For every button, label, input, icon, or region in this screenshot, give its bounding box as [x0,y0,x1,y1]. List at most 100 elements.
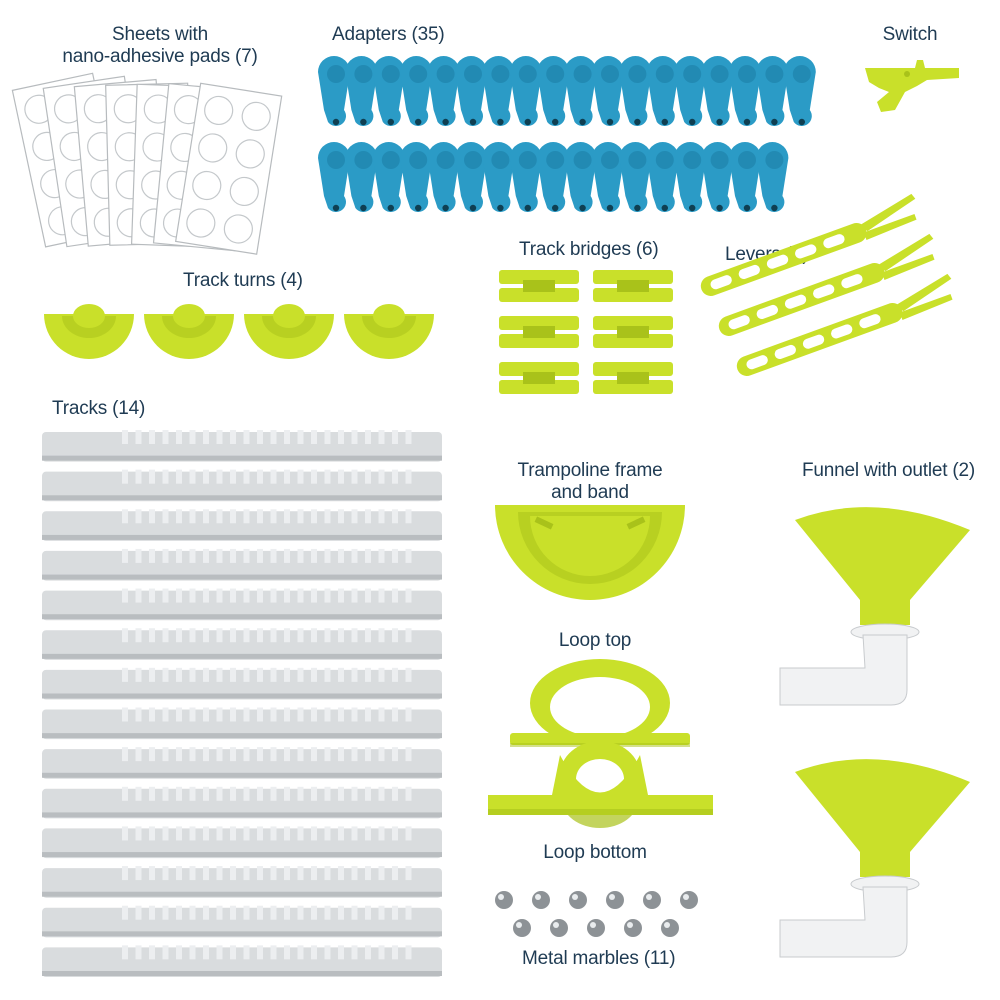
track [42,786,442,819]
track [42,945,442,977]
adapter [592,56,624,126]
adapter [509,56,542,126]
trampoline-label: Trampoline frame and band [500,460,680,504]
adapter [482,56,515,126]
switch-label: Switch [882,24,938,45]
adapter [427,56,460,126]
adapter [592,142,624,212]
adapter [756,56,789,126]
tracks [42,428,444,983]
loop-graphic [488,659,713,828]
funnel-2-graphic [779,759,970,958]
adapters-label: Adapters (35) [332,24,445,45]
track [42,905,442,938]
adapter [372,56,405,126]
metal-marble [550,919,568,937]
levers-graphic [700,193,953,376]
metal-marble [532,891,550,909]
metal-marbles [490,890,700,945]
track-bridge [499,270,579,302]
track-turn [244,304,334,359]
marbles-label: Metal marbles (11) [522,948,676,969]
trampoline-graphic [495,505,685,600]
funnel-outlet [779,634,908,706]
adapter [619,56,652,126]
metal-marble [680,891,698,909]
adapter [318,142,350,212]
track-turns [40,300,440,380]
adapter [701,142,734,212]
funnel-label: Funnel with outlet (2) [802,460,976,481]
funnel-1 [775,500,975,710]
adapter [564,142,597,212]
metal-marble [661,919,679,937]
adapter [674,56,707,126]
adapter [646,56,679,126]
track-turn [344,304,434,359]
track [42,548,442,581]
adapter [537,56,570,126]
sheets-label: Sheets with nano-adhesive pads (7) [60,24,260,68]
adapters-graphic [318,56,816,212]
loop-assembly [488,655,713,835]
sheets-label-line1: Sheets with [111,24,209,45]
loop-top-label: Loop top [558,630,632,651]
track-turns-graphic [44,304,434,359]
adapter [318,56,350,126]
tracks-graphic [42,430,442,977]
loop-bottom-label: Loop bottom [543,842,647,863]
levers [690,193,980,440]
track-bridge [499,316,579,348]
adapter [482,142,515,212]
lever [736,273,953,376]
adapter [372,142,405,212]
adapter [674,142,707,212]
trampoline-label-line2: and band [551,482,629,503]
adapter [455,56,487,126]
adapter [400,142,433,212]
adapter [729,142,761,212]
adapters [312,52,822,222]
track [42,509,442,541]
track [42,866,442,898]
track-bridges-graphic [499,270,673,394]
lever [700,193,917,296]
adapter [509,142,542,212]
adapter [400,56,433,126]
funnel-outlet [779,886,908,958]
adapter [537,142,570,212]
adhesive-sheet [174,82,283,255]
switch-part [855,50,965,120]
lever [718,233,935,336]
track [42,707,442,740]
funnel-body [795,507,970,641]
adapter [345,142,378,212]
metal-marble [587,919,605,937]
track-bridge [593,316,673,348]
track [42,628,442,660]
sheets-label-line2: nano-adhesive pads (7) [62,46,258,67]
adapter [701,56,734,126]
track-bridge [593,270,673,302]
adapter [564,56,597,126]
metal-marble [624,919,642,937]
track [42,588,442,621]
metal-marble [569,891,587,909]
adapter [783,56,816,126]
track [42,826,442,859]
trampoline-label-line1: Trampoline frame [517,460,663,481]
track-bridges-label: Track bridges (6) [519,239,659,260]
track [42,747,442,779]
funnel-body [795,759,970,893]
track-turn [44,304,134,359]
metal-marble [606,891,624,909]
adhesive-sheets [11,70,310,270]
metal-marble [495,891,513,909]
track-bridge [499,362,579,394]
track [42,469,442,502]
tracks-label: Tracks (14) [52,398,146,419]
funnel-2 [775,752,975,962]
adhesive-sheets-graphic [11,72,283,255]
adapter [646,142,679,212]
metal-marble [643,891,661,909]
